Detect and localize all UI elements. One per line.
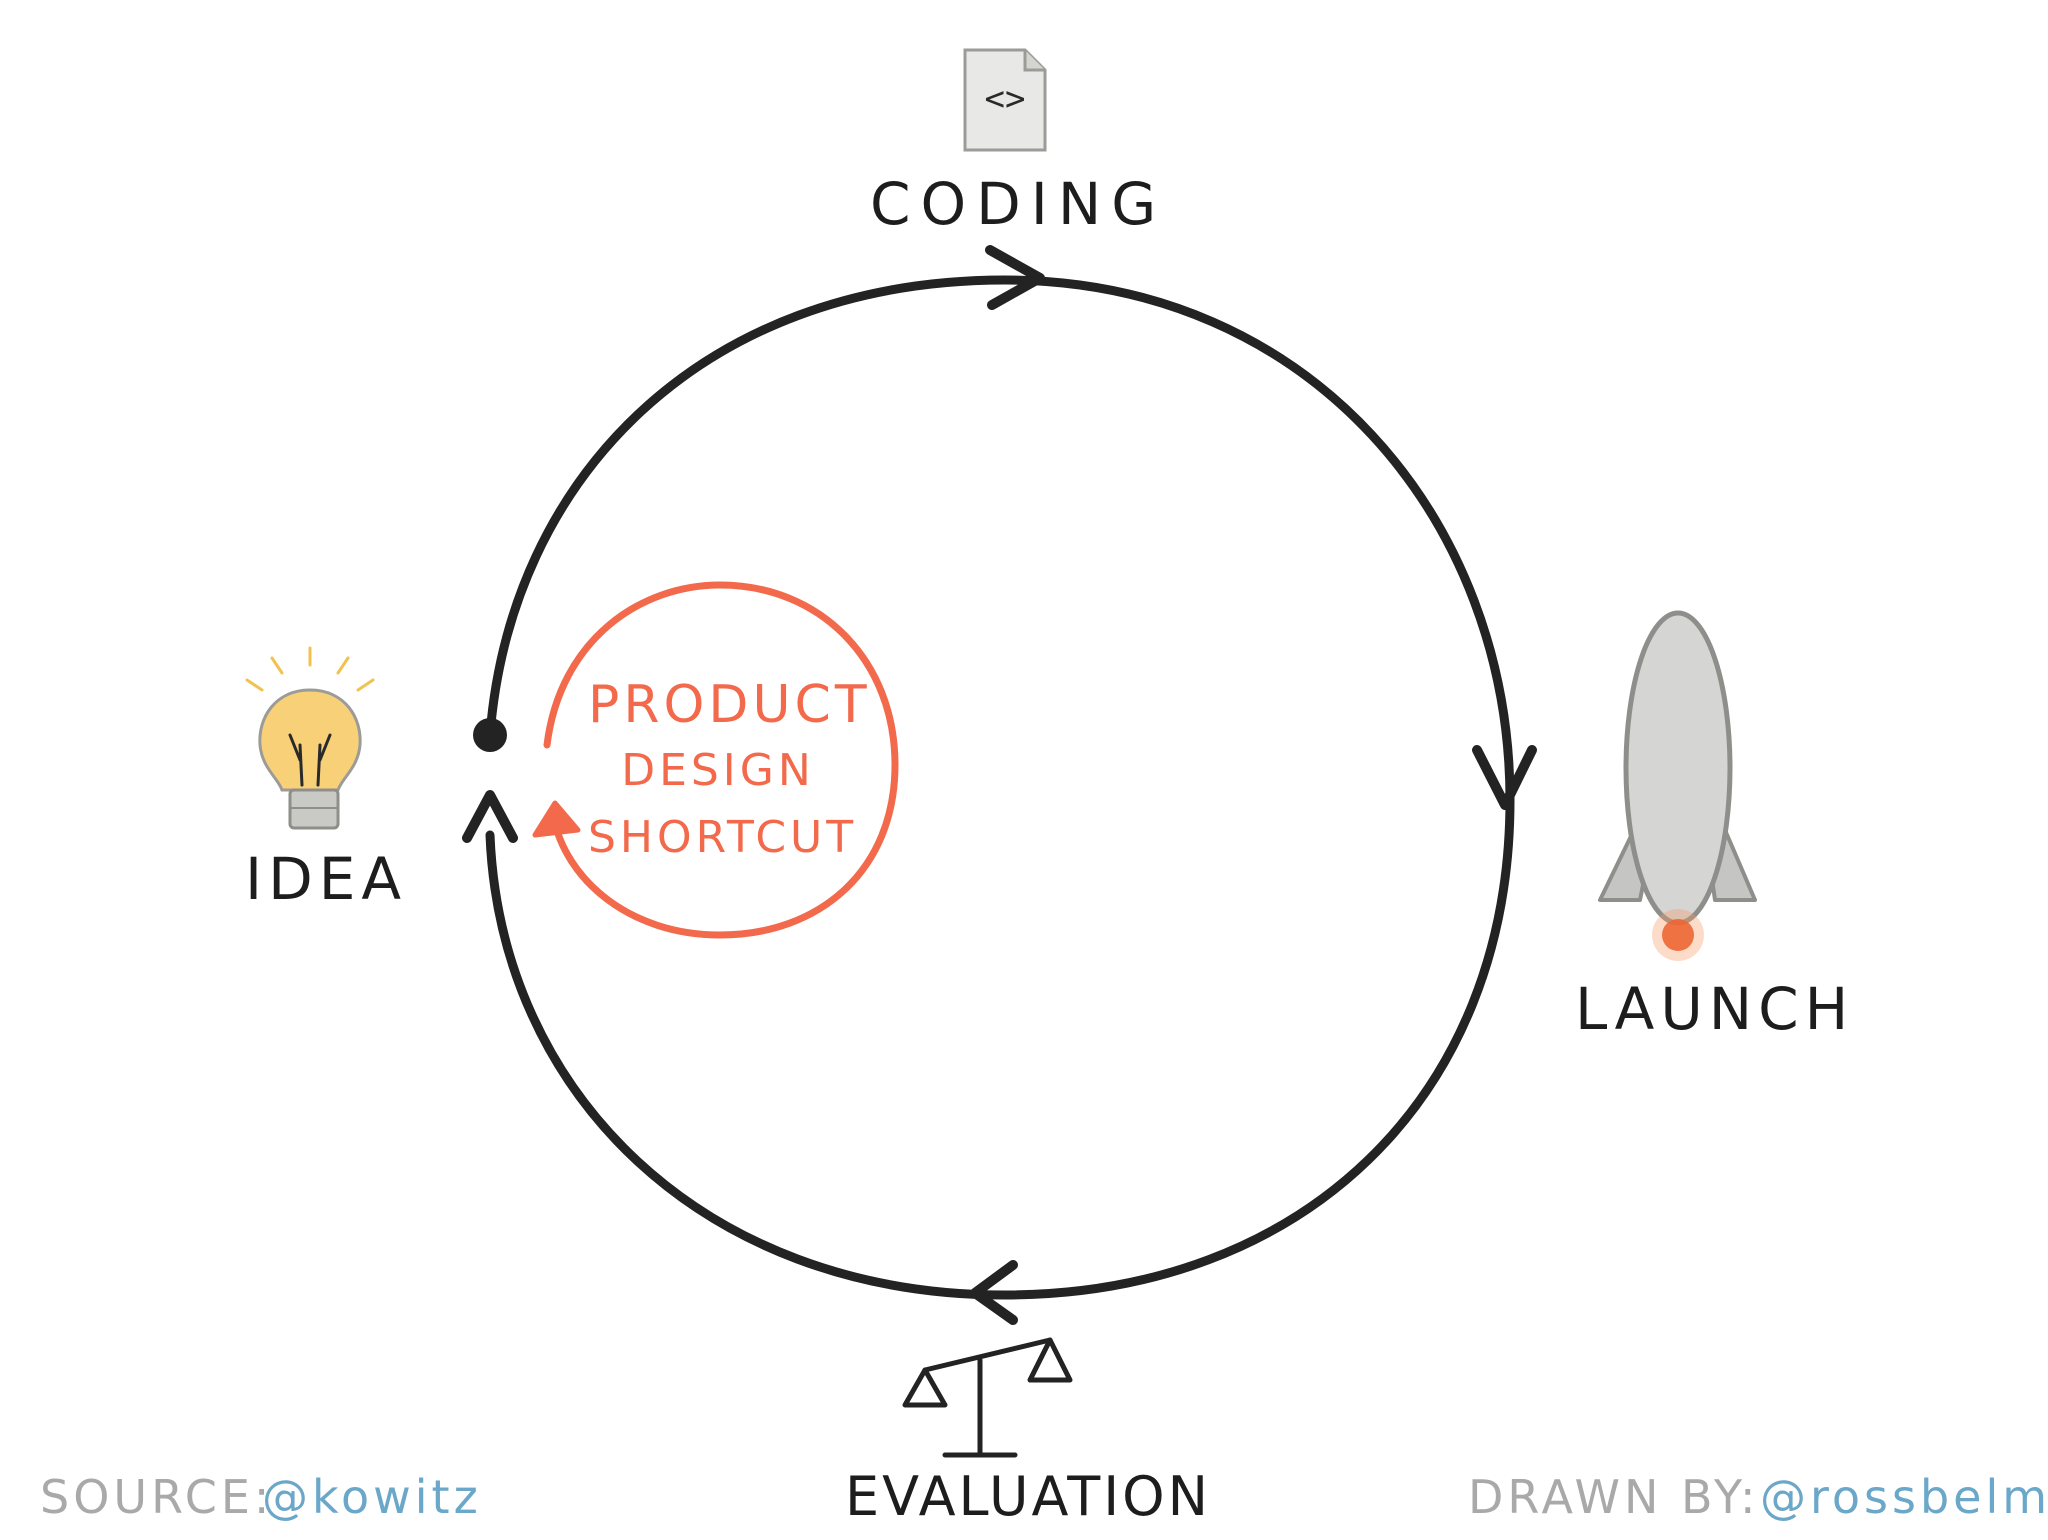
shortcut-arrow: [532, 800, 581, 838]
rocket-flame: [1662, 919, 1694, 951]
stage-label-launch: LAUNCH: [1575, 975, 1855, 1043]
stage-label-idea: IDEA: [245, 845, 408, 913]
code-file-icon-text: <>: [985, 79, 1026, 119]
arrow-evaluation: [970, 1260, 1018, 1325]
code-file-icon: <>: [963, 48, 1047, 152]
drawn-by-credit-label: DRAWN BY:: [1468, 1470, 1760, 1524]
lightbulb-icon: [245, 646, 375, 830]
shortcut-label-line1: PRODUCT: [588, 675, 871, 735]
arrow-launch: [1472, 745, 1537, 810]
stage-label-coding: CODING: [870, 170, 1167, 238]
arrow-coding: [985, 245, 1045, 310]
shortcut-label-line3: SHORTCUT: [588, 812, 858, 863]
arrow-idea: [462, 790, 518, 843]
source-credit-handle: @kowitz: [262, 1470, 482, 1524]
shortcut-loop: [543, 581, 899, 939]
start-dot: [473, 718, 507, 752]
stage-label-evaluation: EVALUATION: [845, 1465, 1212, 1528]
rocket-icon: [1598, 610, 1757, 961]
scales-icon: [902, 1337, 1073, 1458]
source-credit-label: SOURCE:: [40, 1470, 274, 1524]
shortcut-label-line2: DESIGN: [621, 745, 815, 796]
drawn-by-credit-handle: @rossbelmont: [1760, 1470, 2048, 1524]
